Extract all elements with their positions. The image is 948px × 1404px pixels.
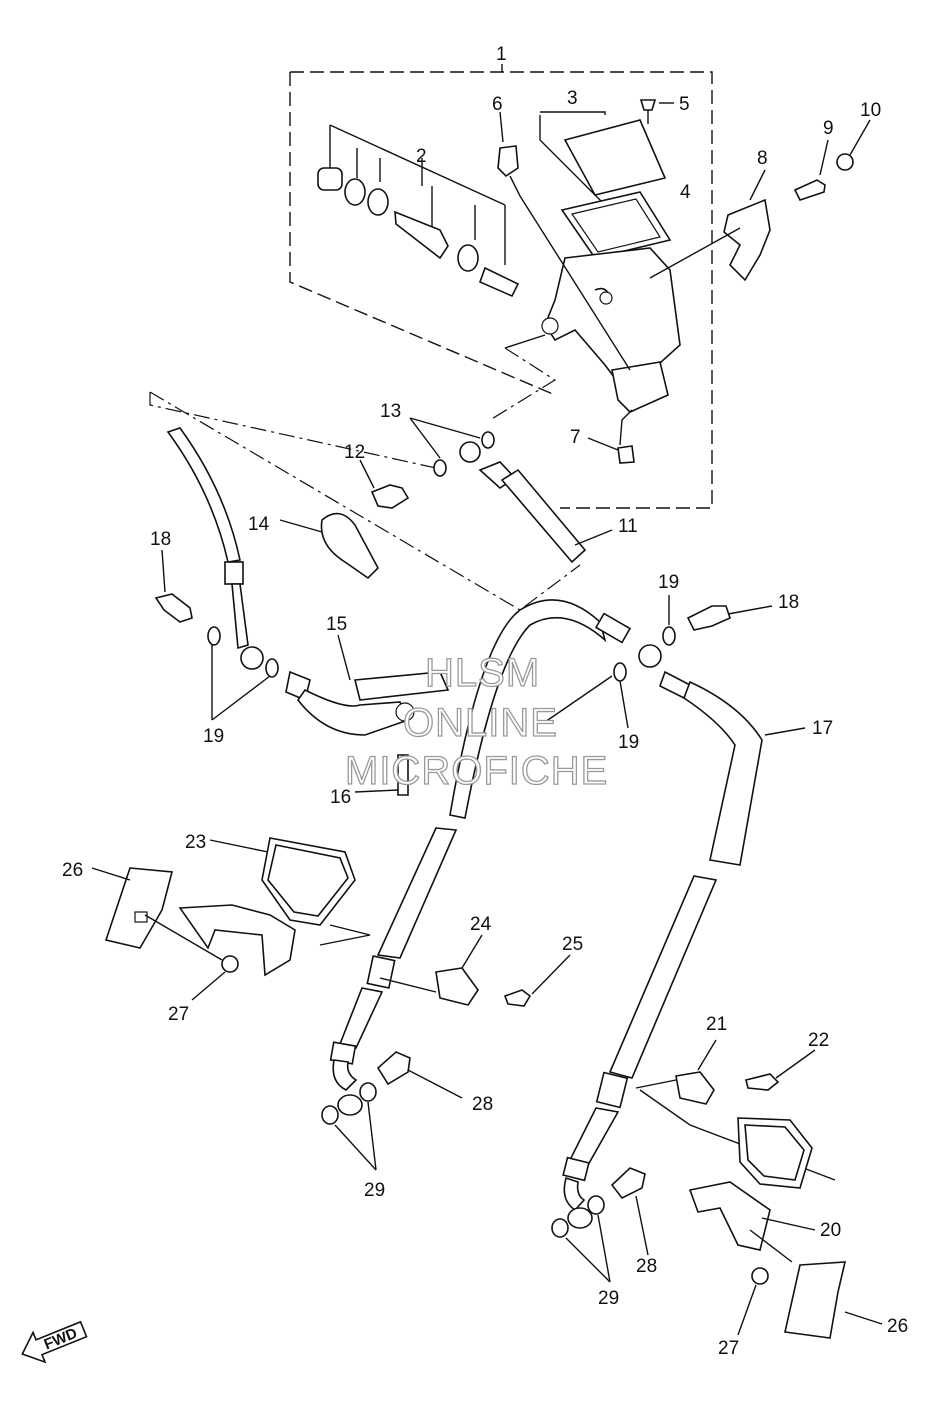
watermark-line-3: MICROFICHE xyxy=(345,749,608,793)
callout-6: 6 xyxy=(492,94,503,115)
nut-27-left xyxy=(191,955,239,1001)
callout-5: 5 xyxy=(679,94,690,115)
hose-clamp-24 xyxy=(379,934,483,1006)
callout-19-right: 19 xyxy=(618,732,639,753)
reflector-26-left xyxy=(91,867,223,961)
callout-28-left: 28 xyxy=(472,1094,493,1115)
brake-hose-right-lower xyxy=(562,875,718,1229)
watermark-line-1: HLSM xyxy=(425,651,540,695)
callout-18-right: 18 xyxy=(778,592,799,613)
watermark-line-2: ONLINE xyxy=(403,701,558,745)
callout-15: 15 xyxy=(326,614,347,635)
union-bolt-28-right xyxy=(610,1167,649,1256)
callout-7: 7 xyxy=(570,427,581,448)
washers-19-left xyxy=(207,626,279,721)
bolt-16 xyxy=(354,754,409,796)
bracket-23 xyxy=(178,837,371,977)
callout-28-right: 28 xyxy=(636,1256,657,1277)
callout-24: 24 xyxy=(470,914,492,935)
callouts: 1 2 3 4 5 6 7 8 9 10 11 12 13 14 15 16 1… xyxy=(62,44,908,1359)
fwd-label: FWD xyxy=(42,1325,80,1354)
union-bolt-18-right xyxy=(686,605,773,631)
rubber-boot-14 xyxy=(279,512,379,580)
callout-21: 21 xyxy=(706,1014,727,1035)
callout-29-left: 29 xyxy=(364,1180,385,1201)
callout-11: 11 xyxy=(618,516,638,537)
bracket-20 xyxy=(688,1117,816,1263)
reflector-26-right xyxy=(784,1261,883,1339)
callout-27-left: 27 xyxy=(168,1004,189,1025)
assembly-box-1 xyxy=(289,64,713,509)
bolt-9 xyxy=(793,139,829,201)
brake-hose-left-upper xyxy=(166,427,264,670)
callout-19-top: 19 xyxy=(658,572,679,593)
holder-8 xyxy=(649,169,771,282)
callout-27-right: 27 xyxy=(718,1338,739,1359)
reservoir-cap-set xyxy=(539,111,672,259)
piston-kit xyxy=(317,124,520,298)
nut-7 xyxy=(587,409,635,464)
callout-26-left: 26 xyxy=(62,860,83,881)
callout-16: 16 xyxy=(330,787,351,808)
washers-29-left xyxy=(321,1082,377,1171)
watermark: HLSM ONLINE MICROFICHE xyxy=(344,650,608,793)
callout-25: 25 xyxy=(562,934,583,955)
union-bolt-12 xyxy=(359,459,410,509)
washers-19-right xyxy=(544,595,676,729)
brake-hose-17 xyxy=(449,599,806,866)
brake-hose-11 xyxy=(459,441,613,564)
callout-23: 23 xyxy=(185,832,206,853)
callout-10: 10 xyxy=(860,100,881,121)
callout-22: 22 xyxy=(808,1030,829,1051)
brake-joint-15 xyxy=(285,634,450,736)
union-bolt-28-left xyxy=(376,1051,463,1099)
nut-10 xyxy=(836,119,871,171)
callout-19-left: 19 xyxy=(203,726,224,747)
callout-3: 3 xyxy=(567,88,578,109)
fwd-arrow: FWD xyxy=(21,1320,88,1364)
cap-screw-5 xyxy=(639,99,674,124)
callout-18-left: 18 xyxy=(150,529,171,550)
callout-17: 17 xyxy=(812,718,833,739)
callout-29-right: 29 xyxy=(598,1288,619,1309)
washers-29-right xyxy=(551,1195,611,1283)
callout-20: 20 xyxy=(820,1220,841,1241)
callout-13: 13 xyxy=(380,401,401,422)
callout-9: 9 xyxy=(823,118,834,139)
bolt-25 xyxy=(503,954,571,1007)
master-cylinder-body xyxy=(504,247,681,413)
brake-hose-left-lower xyxy=(329,827,458,1116)
callout-1: 1 xyxy=(496,44,507,65)
union-bolt-18-left xyxy=(154,549,193,623)
callout-14: 14 xyxy=(248,514,270,535)
callout-12: 12 xyxy=(344,442,365,463)
callout-2: 2 xyxy=(416,146,427,167)
nut-27-right xyxy=(737,1267,769,1336)
bleed-screw-6 xyxy=(497,111,631,371)
bolt-22 xyxy=(745,1049,816,1091)
callout-4: 4 xyxy=(680,182,691,203)
callout-8: 8 xyxy=(757,148,768,169)
washers-13 xyxy=(409,417,495,477)
callout-26-right: 26 xyxy=(887,1316,908,1337)
